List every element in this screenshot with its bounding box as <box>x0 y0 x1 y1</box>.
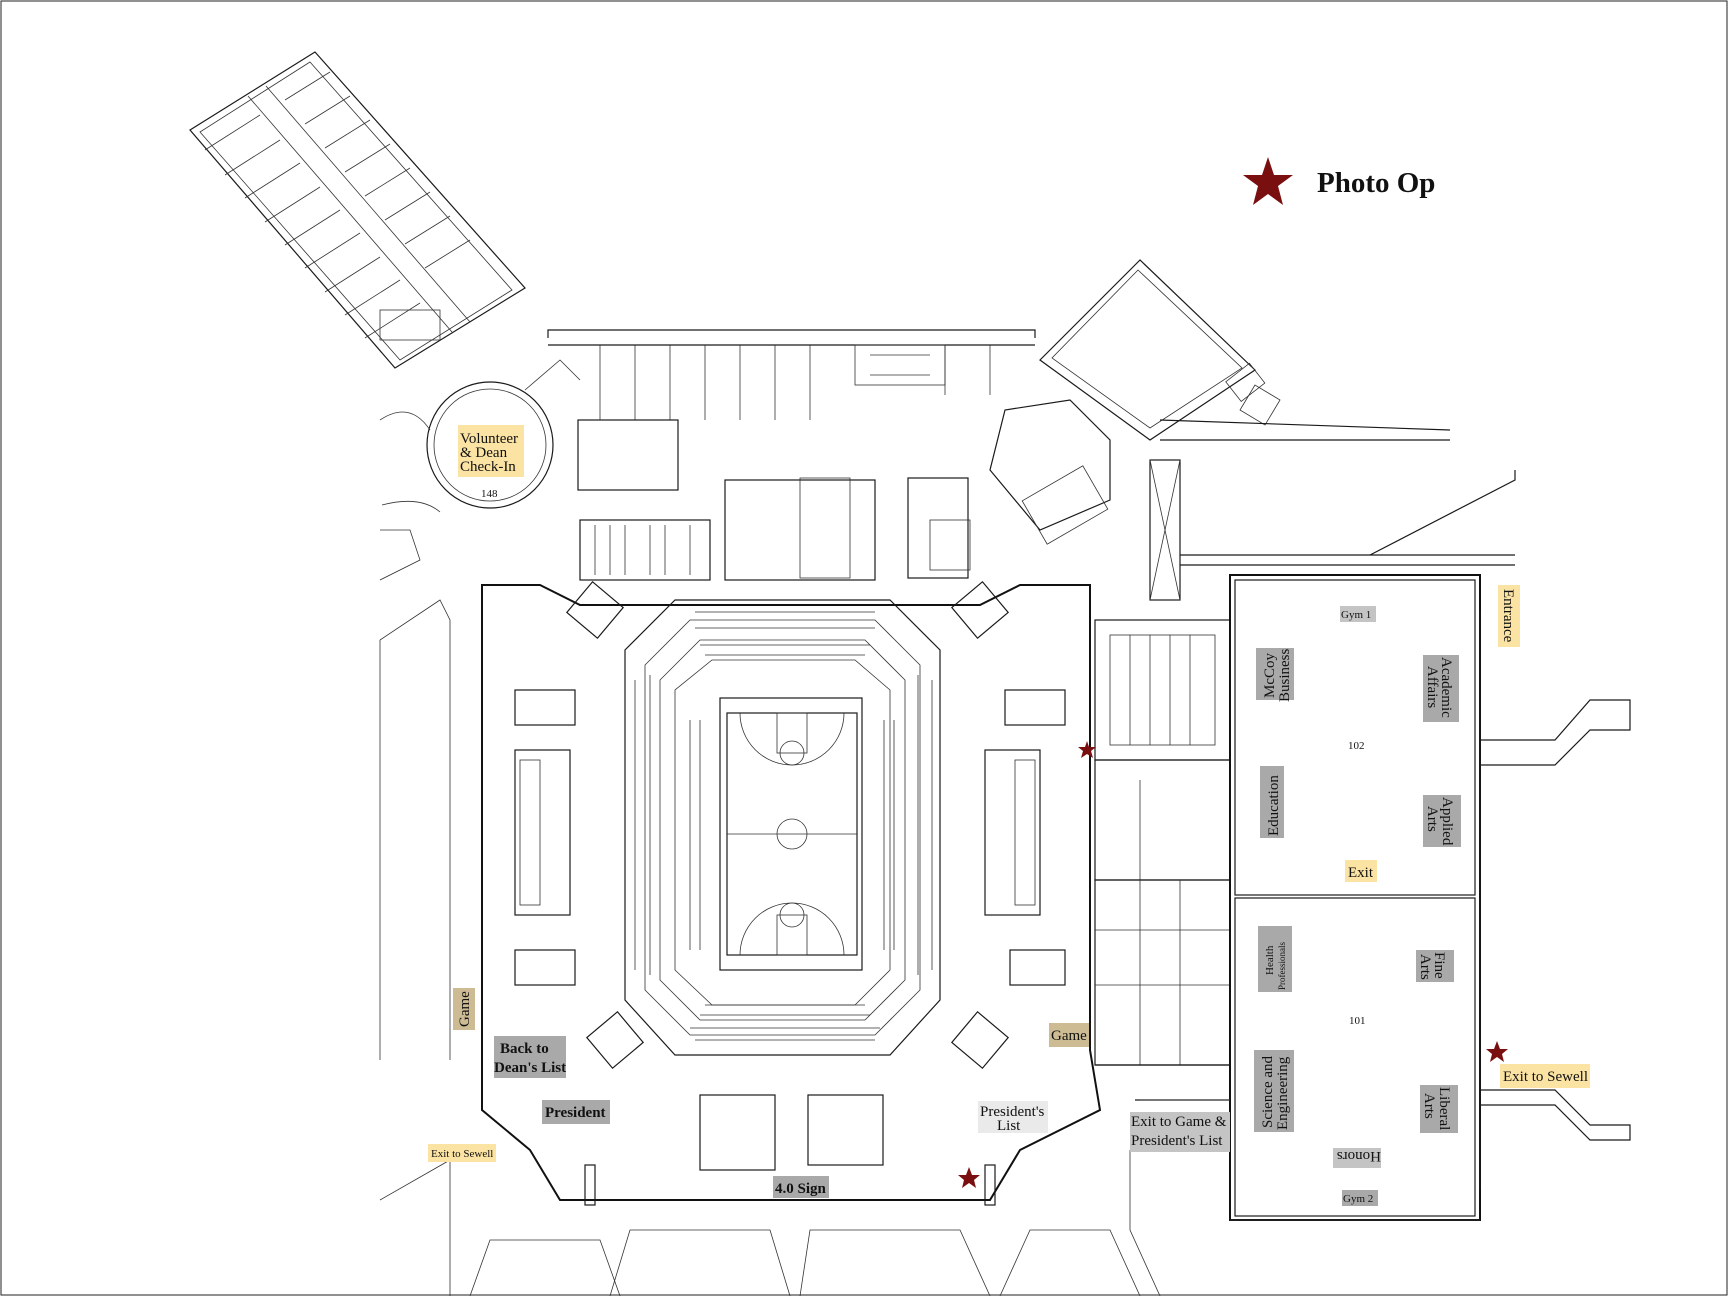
entrance-highlight <box>1498 585 1520 647</box>
game-left-label: Game <box>457 991 473 1027</box>
science-engineering-highlight <box>1254 1050 1294 1132</box>
back-deans-list-label: Back to <box>500 1041 549 1057</box>
game-right-highlight <box>1049 1023 1089 1047</box>
sign-label: 4.0 Sign <box>775 1181 827 1197</box>
liberal-arts-highlight <box>1420 1085 1458 1133</box>
exit-game-plist-highlight <box>1130 1112 1230 1152</box>
honors-label: Honors <box>1337 1148 1381 1164</box>
photo-op-star-icon <box>1486 1041 1508 1062</box>
photo-op-star-icon <box>1078 741 1096 758</box>
room-number: 102 <box>1348 740 1365 752</box>
volunteer-checkin-label: Volunteer <box>460 431 518 447</box>
applied-arts-label: Applied <box>1439 797 1455 846</box>
exit-sewell-right-label: Exit to Sewell <box>1503 1069 1588 1085</box>
north-section <box>547 329 1036 581</box>
presidents-list-label: President's <box>980 1104 1045 1120</box>
northwest-wing <box>189 51 526 369</box>
gym-2-room-101 <box>1234 897 1476 1217</box>
east-corridor <box>1094 619 1231 1101</box>
mccoy-business-label: McCoy <box>1262 653 1278 699</box>
science-engineering-label: Engineering <box>1275 1056 1291 1130</box>
room-number: 148 <box>481 488 498 500</box>
honors-highlight <box>1333 1148 1381 1168</box>
academic-affairs-label: Affairs <box>1424 666 1440 708</box>
applied-arts-highlight <box>1423 795 1461 847</box>
photo-op-star-icon <box>958 1167 980 1188</box>
exit-sewell-left-highlight <box>428 1144 496 1162</box>
room-148-rotunda <box>379 359 581 513</box>
mccoy-business-highlight <box>1256 648 1294 700</box>
back-deans-list-label: Dean's List <box>494 1060 566 1076</box>
exit-highlight <box>1345 860 1377 882</box>
gym-1-highlight <box>1340 606 1376 622</box>
liberal-arts-label: Liberal <box>1436 1087 1452 1130</box>
sign-highlight <box>773 1176 829 1198</box>
academic-affairs-highlight <box>1423 655 1459 722</box>
presidents-list-label: List <box>997 1118 1021 1134</box>
gym-2-highlight <box>1342 1190 1378 1206</box>
president-label: President <box>545 1105 606 1121</box>
education-highlight <box>1260 766 1284 838</box>
volunteer-checkin-label: Check-In <box>460 459 516 475</box>
exit-sewell-right-highlight <box>1500 1064 1590 1088</box>
academic-affairs-label: Academic <box>1438 657 1454 718</box>
applied-arts-label: Arts <box>1424 806 1440 832</box>
volunteer-checkin-highlight <box>458 425 524 477</box>
health-professionals-highlight <box>1258 926 1292 992</box>
game-left-highlight <box>453 988 475 1030</box>
legend-label: Photo Op <box>1317 167 1435 199</box>
education-label: Education <box>1266 775 1282 836</box>
health-professionals-label: Health <box>1264 945 1276 975</box>
fine-arts-highlight <box>1416 950 1454 982</box>
back-deans-list-highlight <box>494 1036 566 1078</box>
health-professionals-label: Professionals <box>1277 942 1287 990</box>
site-paths <box>379 529 1480 1296</box>
exit-game-plist-label: Exit to Game & <box>1131 1114 1227 1130</box>
mccoy-business-label: Business <box>1277 648 1293 702</box>
photo-op-star-icon <box>1243 157 1293 205</box>
entrance-label: Entrance <box>1500 589 1516 643</box>
court-outer <box>719 697 863 971</box>
exit-sewell-left-label: Exit to Sewell <box>431 1148 493 1160</box>
room-number: 101 <box>1349 1015 1366 1027</box>
exit-game-plist-label: President's List <box>1131 1133 1223 1149</box>
fine-arts-label: Arts <box>1417 954 1433 980</box>
science-engineering-label: Science and <box>1260 1055 1276 1128</box>
legend: Photo Op <box>1243 157 1435 205</box>
arena <box>481 580 1102 1206</box>
gym-1-label: Gym 1 <box>1341 609 1371 621</box>
liberal-arts-label: Arts <box>1421 1093 1437 1119</box>
gym-1-room-102 <box>1234 579 1476 896</box>
exit-label: Exit <box>1348 865 1374 881</box>
volunteer-checkin-label: & Dean <box>460 445 508 461</box>
presidents-list-highlight <box>978 1101 1048 1133</box>
northeast-wing <box>989 259 1516 601</box>
gym-2-label: Gym 2 <box>1343 1193 1373 1205</box>
game-right-label: Game <box>1051 1028 1087 1044</box>
president-highlight <box>542 1100 610 1124</box>
fine-arts-label: Fine <box>1431 952 1447 979</box>
